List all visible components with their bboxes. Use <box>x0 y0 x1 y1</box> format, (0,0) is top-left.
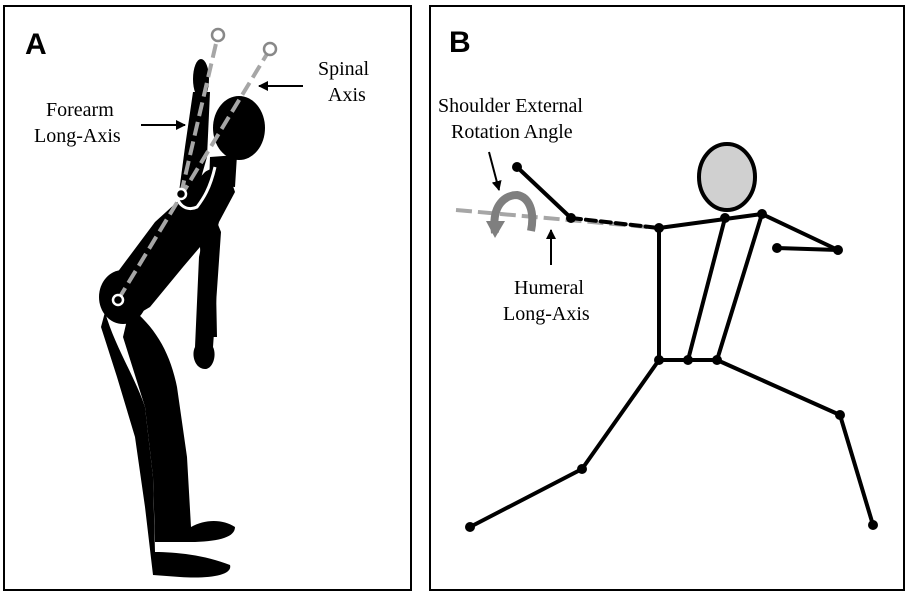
shoulder-joint <box>654 223 664 233</box>
spinal-axis-label-line2: Axis <box>328 84 366 106</box>
elbow-outline <box>175 166 217 211</box>
neck-joint-1 <box>720 213 730 223</box>
forearm-segment <box>515 165 573 220</box>
back-knee-joint <box>835 410 845 420</box>
mid-trunk-line-1 <box>686 216 727 362</box>
far-arm-lower <box>775 246 840 252</box>
torso <box>105 167 235 337</box>
hand-joint <box>512 162 522 172</box>
panel-letter-a: A <box>25 28 47 61</box>
spinal-axis-line <box>116 47 272 302</box>
panel-a: A <box>3 5 412 591</box>
panel-letter-b: B <box>449 26 471 59</box>
neck <box>209 155 237 187</box>
humeral-label-line2: Long-Axis <box>503 303 590 325</box>
panel-b: B <box>429 5 905 591</box>
rotation-pointer-arrow <box>488 151 502 191</box>
head <box>697 142 757 212</box>
far-hand-joint <box>772 243 782 253</box>
hip-marker <box>111 293 125 307</box>
hip-joint-2 <box>683 355 693 365</box>
back-leg <box>123 307 235 542</box>
hip-joint-1 <box>654 355 664 365</box>
stick-figure <box>455 142 878 532</box>
forearm-axis-line <box>179 34 220 195</box>
front-thigh <box>580 358 661 471</box>
rotation-arrowhead <box>486 221 505 238</box>
spinal-axis-end-marker <box>262 41 278 57</box>
bending-figure <box>99 27 303 578</box>
humeral-label-line1: Humeral <box>514 277 584 299</box>
head <box>213 96 265 160</box>
joints <box>465 162 878 532</box>
hanging-arm <box>193 222 221 369</box>
elbow-joint <box>566 213 576 223</box>
humeral-axis-line <box>455 208 660 230</box>
forearm-label-line1: Forearm <box>46 99 114 121</box>
rotation-label-line2: Rotation Angle <box>451 121 573 143</box>
upper-arm-segment <box>569 216 661 230</box>
back-shin <box>838 413 875 527</box>
front-foot-joint <box>465 522 475 532</box>
neck-joint-2 <box>757 209 767 219</box>
back-foot-joint <box>868 520 878 530</box>
mid-trunk-line-2 <box>715 212 764 362</box>
spinal-axis-label-line1: Spinal <box>318 58 370 80</box>
far-elbow-joint <box>833 245 843 255</box>
elbow-marker <box>174 187 188 201</box>
silhouette <box>99 59 265 578</box>
hip-joint-3 <box>712 355 722 365</box>
far-arm-upper <box>760 212 840 252</box>
back-thigh <box>715 358 842 417</box>
rotation-arc <box>490 190 537 234</box>
shoulder-line <box>657 212 764 230</box>
rotation-arrow <box>486 190 537 238</box>
front-leg <box>101 312 231 578</box>
front-knee-joint <box>577 464 587 474</box>
rotation-label-line1: Shoulder External <box>438 95 583 117</box>
front-shin <box>468 467 584 529</box>
hand <box>193 59 209 99</box>
forearm-axis-end-marker <box>210 27 226 43</box>
forearm-label-line2: Long-Axis <box>34 125 121 147</box>
